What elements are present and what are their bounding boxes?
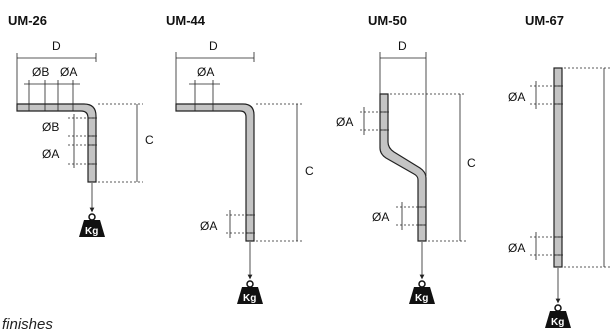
model-title-um-26: UM-26 bbox=[8, 13, 47, 28]
model-um-67: UM-67 ØA ØA Kg bbox=[508, 13, 611, 328]
bracket-um-44 bbox=[175, 103, 255, 242]
label-c-um-44: C bbox=[305, 164, 314, 178]
dimension-hole-upper-um-50: ØA bbox=[336, 107, 389, 135]
dimension-d-um-26: D bbox=[16, 39, 97, 104]
label-d-um-50: D bbox=[398, 39, 407, 53]
dimension-hole-upper-um-67: ØA bbox=[508, 81, 563, 109]
label-d-um-44: D bbox=[209, 39, 218, 53]
label-b-top-um-26: ØB bbox=[32, 65, 49, 79]
label-b-side-um-26: ØB bbox=[42, 120, 59, 134]
weight-label-um-67: Kg bbox=[551, 317, 564, 328]
model-um-44: UM-44 D ØA ØA bbox=[166, 13, 314, 304]
label-a-top-um-26: ØA bbox=[60, 65, 77, 79]
weight-icon-um-50: Kg bbox=[409, 280, 435, 304]
label-a-side-um-44: ØA bbox=[200, 219, 217, 233]
dimension-c-um-50: C bbox=[390, 93, 476, 242]
label-a-top-um-44: ØA bbox=[197, 65, 214, 79]
dimension-hole-lower-um-67: ØA bbox=[508, 232, 563, 260]
dimension-holes-side-um-26: ØB ØA bbox=[42, 114, 97, 168]
bracket-um-50 bbox=[379, 93, 427, 242]
footer-text: finishes bbox=[2, 316, 53, 333]
weight-label-um-26: Kg bbox=[85, 226, 98, 237]
dimension-c-um-67 bbox=[564, 67, 611, 268]
dimension-hole-top-um-44: ØA bbox=[189, 65, 220, 104]
weight-label-um-50: Kg bbox=[415, 293, 428, 304]
label-a-lower-um-67: ØA bbox=[508, 241, 525, 255]
weight-icon-um-44: Kg bbox=[237, 280, 263, 304]
weight-label-um-44: Kg bbox=[243, 293, 256, 304]
label-a-upper-um-50: ØA bbox=[336, 115, 353, 129]
holes-top-um-26 bbox=[28, 104, 74, 111]
dimension-holes-top-um-26: ØB ØA bbox=[24, 65, 80, 104]
weight-icon-um-26: Kg bbox=[79, 213, 105, 237]
dimension-hole-lower-um-50: ØA bbox=[372, 202, 427, 230]
label-c-um-50: C bbox=[467, 156, 476, 170]
dimension-d-um-50: D bbox=[379, 39, 427, 176]
label-a-upper-um-67: ØA bbox=[508, 90, 525, 104]
model-um-50: UM-50 D ØA ØA C bbox=[336, 13, 476, 304]
model-um-26: UM-26 D ØB ØA bbox=[8, 13, 154, 237]
dimension-c-um-44: C bbox=[256, 103, 314, 242]
model-title-um-67: UM-67 bbox=[525, 13, 564, 28]
bracket-um-67 bbox=[553, 67, 563, 268]
weight-icon-um-67: Kg bbox=[545, 304, 571, 328]
dimension-hole-side-um-44: ØA bbox=[200, 210, 255, 238]
holes-top-um-44 bbox=[194, 104, 214, 111]
dimension-d-um-44: D bbox=[175, 39, 255, 104]
dimension-c-um-26: C bbox=[98, 103, 154, 183]
model-title-um-50: UM-50 bbox=[368, 13, 407, 28]
model-title-um-44: UM-44 bbox=[166, 13, 206, 28]
label-a-lower-um-50: ØA bbox=[372, 210, 389, 224]
label-a-side-um-26: ØA bbox=[42, 147, 59, 161]
bracket-um-26 bbox=[16, 103, 97, 183]
label-c-um-26: C bbox=[145, 133, 154, 147]
label-d-um-26: D bbox=[52, 39, 61, 53]
